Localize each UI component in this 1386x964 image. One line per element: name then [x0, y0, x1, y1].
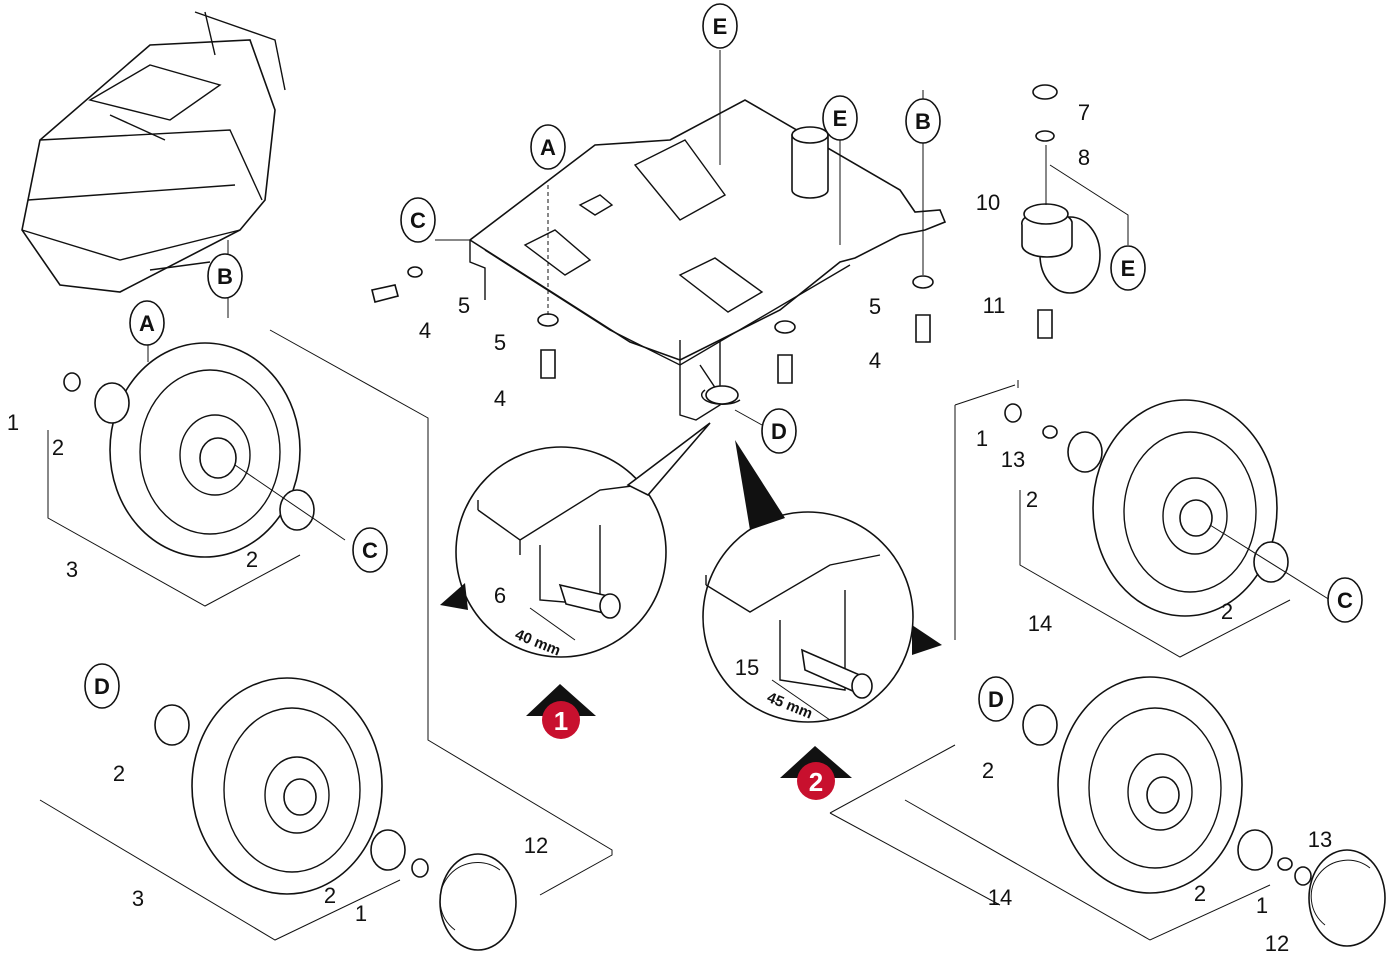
detail-view-2 [702, 440, 942, 723]
svg-text:2: 2 [324, 883, 336, 908]
svg-text:2: 2 [113, 761, 125, 786]
svg-text:10: 10 [976, 190, 1000, 215]
svg-text:E: E [713, 14, 728, 39]
svg-text:8: 8 [1078, 145, 1090, 170]
chassis-frame [468, 99, 947, 421]
svg-text:4: 4 [869, 348, 881, 373]
svg-text:2: 2 [52, 435, 64, 460]
svg-text:11: 11 [983, 293, 1006, 318]
castor-wheel [1021, 84, 1101, 339]
svg-text:1: 1 [1256, 893, 1268, 918]
svg-text:C: C [1337, 588, 1353, 613]
machine-body [21, 11, 286, 293]
svg-text:2: 2 [1026, 487, 1038, 512]
leader-lines [39, 50, 1291, 941]
svg-text:13: 13 [1308, 827, 1332, 852]
svg-text:1: 1 [976, 426, 988, 451]
callout-c-wheel-left: C [352, 527, 388, 573]
svg-text:3: 3 [132, 886, 144, 911]
svg-text:2: 2 [1221, 599, 1233, 624]
callout-d-frame: D [761, 408, 797, 454]
svg-text:2: 2 [809, 767, 823, 797]
svg-text:C: C [410, 208, 426, 233]
svg-text:13: 13 [1001, 447, 1025, 472]
wheel-top-left [63, 342, 346, 558]
svg-text:7: 7 [1078, 100, 1090, 125]
callout-e-top: E [702, 3, 738, 49]
variant-badge-1: 1 [526, 684, 596, 739]
callout-d-wheel-right: D [978, 676, 1014, 722]
svg-text:6: 6 [494, 583, 506, 608]
svg-text:E: E [833, 106, 848, 131]
svg-text:C: C [362, 538, 378, 563]
svg-text:2: 2 [982, 758, 994, 783]
callout-d-wheel-left: D [84, 663, 120, 709]
svg-text:A: A [139, 311, 155, 336]
callout-e-castor: E [1110, 245, 1146, 291]
svg-text:4: 4 [494, 386, 506, 411]
svg-text:14: 14 [1028, 611, 1052, 636]
svg-text:A: A [540, 135, 556, 160]
svg-text:D: D [988, 687, 1004, 712]
svg-text:12: 12 [1265, 931, 1289, 956]
svg-text:2: 2 [246, 547, 258, 572]
svg-text:1: 1 [554, 706, 568, 736]
svg-text:5: 5 [458, 293, 470, 318]
wheel-bottom-right [1022, 676, 1386, 947]
svg-text:B: B [217, 264, 233, 289]
svg-text:4: 4 [419, 318, 431, 343]
callout-c-frame: C [400, 197, 436, 243]
svg-text:15: 15 [735, 655, 759, 680]
svg-text:D: D [771, 419, 787, 444]
callout-b-body: B [207, 253, 243, 299]
callout-letters: A A B B C C C D D D E E E [84, 3, 1363, 722]
svg-text:1: 1 [355, 901, 367, 926]
svg-text:5: 5 [494, 330, 506, 355]
callout-b-frame: B [905, 98, 941, 144]
svg-text:B: B [915, 109, 931, 134]
svg-text:D: D [94, 674, 110, 699]
callout-a-frame: A [530, 124, 566, 170]
callout-c-wheel-right: C [1327, 577, 1363, 623]
callout-a-body: A [129, 300, 165, 346]
variant-badge-2: 2 [780, 746, 852, 800]
svg-text:12: 12 [524, 833, 548, 858]
wheel-bottom-left [154, 677, 517, 951]
svg-text:2: 2 [1194, 881, 1206, 906]
detail-view-1 [440, 422, 711, 658]
svg-text:3: 3 [66, 557, 78, 582]
svg-text:1: 1 [7, 410, 19, 435]
svg-text:E: E [1121, 256, 1136, 281]
callout-e-post: E [822, 95, 858, 141]
fasteners [371, 266, 934, 384]
svg-text:14: 14 [988, 885, 1012, 910]
wheel-top-right [1004, 399, 1331, 617]
svg-text:5: 5 [869, 294, 881, 319]
part-numbers: 7 8 10 11 5 4 5 4 5 4 1 2 3 2 6 15 1 13 … [7, 100, 1332, 956]
